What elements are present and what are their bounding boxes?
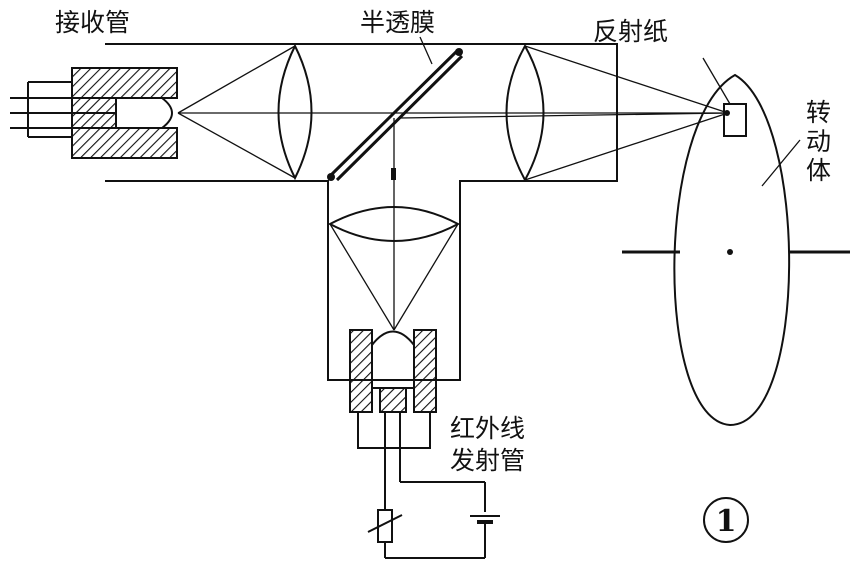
projecting-cone-lower [524, 112, 729, 181]
label-rotor-3: 体 [806, 156, 831, 185]
receiver-lens-dome [116, 97, 173, 129]
optical-axis-horizontal-2 [399, 112, 729, 119]
leader-half-mirror [419, 36, 433, 65]
label-rotor-1: 转 [806, 98, 831, 127]
projecting-cone-upper [524, 45, 729, 114]
emitter-cone-right [393, 223, 459, 331]
variable-resistor-arrow [367, 514, 403, 533]
label-reflective-paper: 反射纸 [593, 17, 668, 46]
label-rotor-2: 动 [806, 127, 831, 156]
axis-marker [391, 168, 396, 180]
leader-reflective-paper [702, 57, 731, 105]
receiver-tube [10, 67, 178, 159]
label-half-mirror: 半透膜 [360, 8, 435, 37]
half-transparent-mirror [327, 48, 464, 182]
figure-number-circle [703, 497, 749, 543]
receiver-housing-bottom [71, 127, 178, 159]
reflection-point [724, 110, 730, 116]
emitter-cone-left [329, 223, 395, 331]
receiver-housing-top [71, 67, 178, 99]
receiver-cone-upper [177, 45, 296, 114]
label-ir-emitter-line1: 红外线 [450, 414, 525, 443]
receiver-lens [277, 43, 313, 181]
rotating-body [673, 73, 791, 427]
housing-outline [105, 43, 618, 381]
ir-emitter-tube [349, 329, 437, 413]
emitter-lens-dome [371, 330, 415, 389]
label-ir-emitter-line2: 发射管 [450, 446, 525, 475]
emitter-circuit [357, 412, 500, 559]
emitter-base [379, 387, 407, 413]
leader-rotor [761, 139, 801, 187]
figure-number: 1 [716, 504, 737, 539]
emitter-housing-right [413, 329, 437, 413]
label-receiver-tube: 接收管 [55, 8, 130, 37]
receiver-cone-lower [177, 112, 296, 179]
emitter-housing-left [349, 329, 373, 413]
reflective-paper-patch [723, 103, 747, 137]
rotor-axis-point [727, 249, 733, 255]
